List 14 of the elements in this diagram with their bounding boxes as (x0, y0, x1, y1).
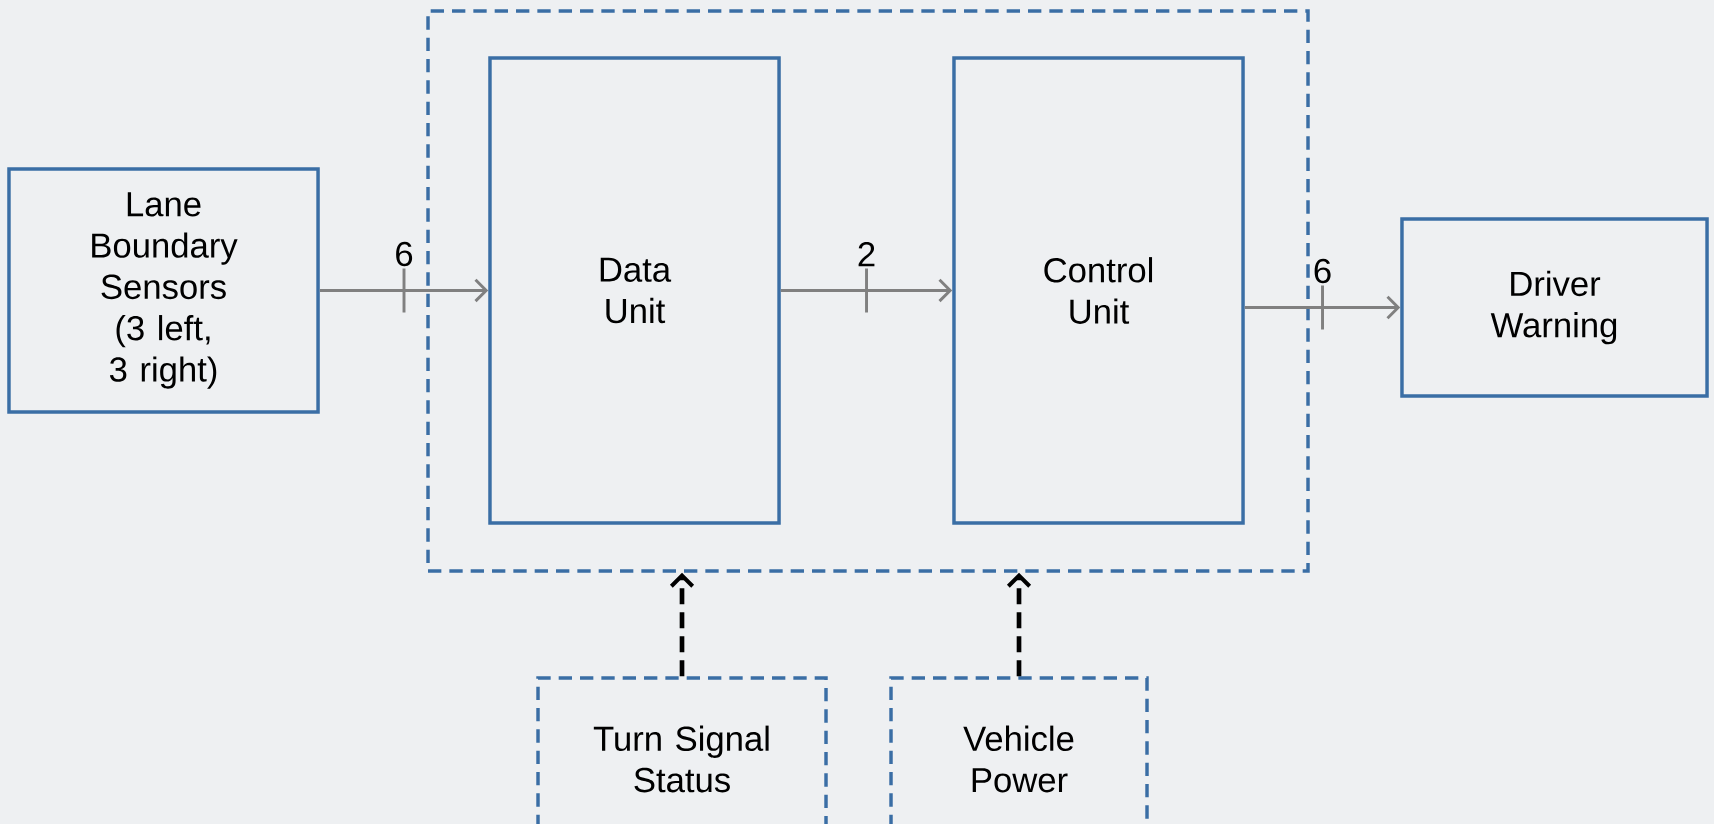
arrow (1244, 295, 1401, 320)
block-box: Data Unit (488, 56, 781, 525)
input-box: Vehicle Power (889, 676, 1149, 824)
arrow (669, 572, 695, 677)
edge-label: 6 (1311, 257, 1334, 285)
input-box: Turn Signal Status (536, 676, 828, 824)
arrow (1006, 572, 1032, 677)
block-box: Driver Warning (1400, 217, 1709, 398)
edge-label: 6 (393, 240, 415, 268)
block-box: Lane Boundary Sensors (3 left, 3 right) (7, 167, 320, 414)
arrow (319, 278, 489, 303)
arrow (780, 278, 953, 303)
dashed-box (426, 9, 1310, 573)
block-box: Control Unit (952, 56, 1245, 525)
